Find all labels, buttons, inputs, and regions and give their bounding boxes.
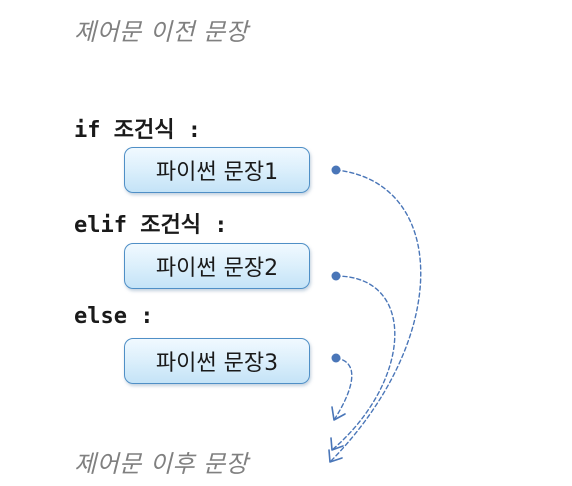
arrowhead-2 bbox=[330, 437, 344, 451]
caption-before-control: 제어문 이전 문장 bbox=[74, 18, 249, 46]
arrowhead-1 bbox=[328, 449, 343, 463]
connector-dot-1 bbox=[331, 165, 341, 175]
statement-box-2: 파이썬 문장2 bbox=[124, 243, 310, 289]
connector-dot-2 bbox=[331, 271, 341, 281]
flow-path-1 bbox=[329, 169, 422, 463]
statement-label-1: 파이썬 문장1 bbox=[155, 160, 279, 185]
code-if-line: if 조건식 : bbox=[74, 118, 201, 143]
flow-path-2 bbox=[331, 275, 396, 451]
statement-box-1: 파이썬 문장1 bbox=[124, 147, 310, 193]
connector-dot-3 bbox=[331, 353, 341, 363]
statement-label-2: 파이썬 문장2 bbox=[155, 256, 279, 281]
code-else-line: else : bbox=[74, 304, 154, 329]
flow-path-3 bbox=[333, 357, 353, 421]
code-elif-line: elif 조건식 : bbox=[74, 213, 228, 238]
arrowhead-3 bbox=[331, 406, 346, 421]
statement-label-3: 파이썬 문장3 bbox=[155, 351, 279, 376]
caption-after-control: 제어문 이후 문장 bbox=[74, 450, 249, 478]
statement-box-3: 파이썬 문장3 bbox=[124, 338, 310, 384]
